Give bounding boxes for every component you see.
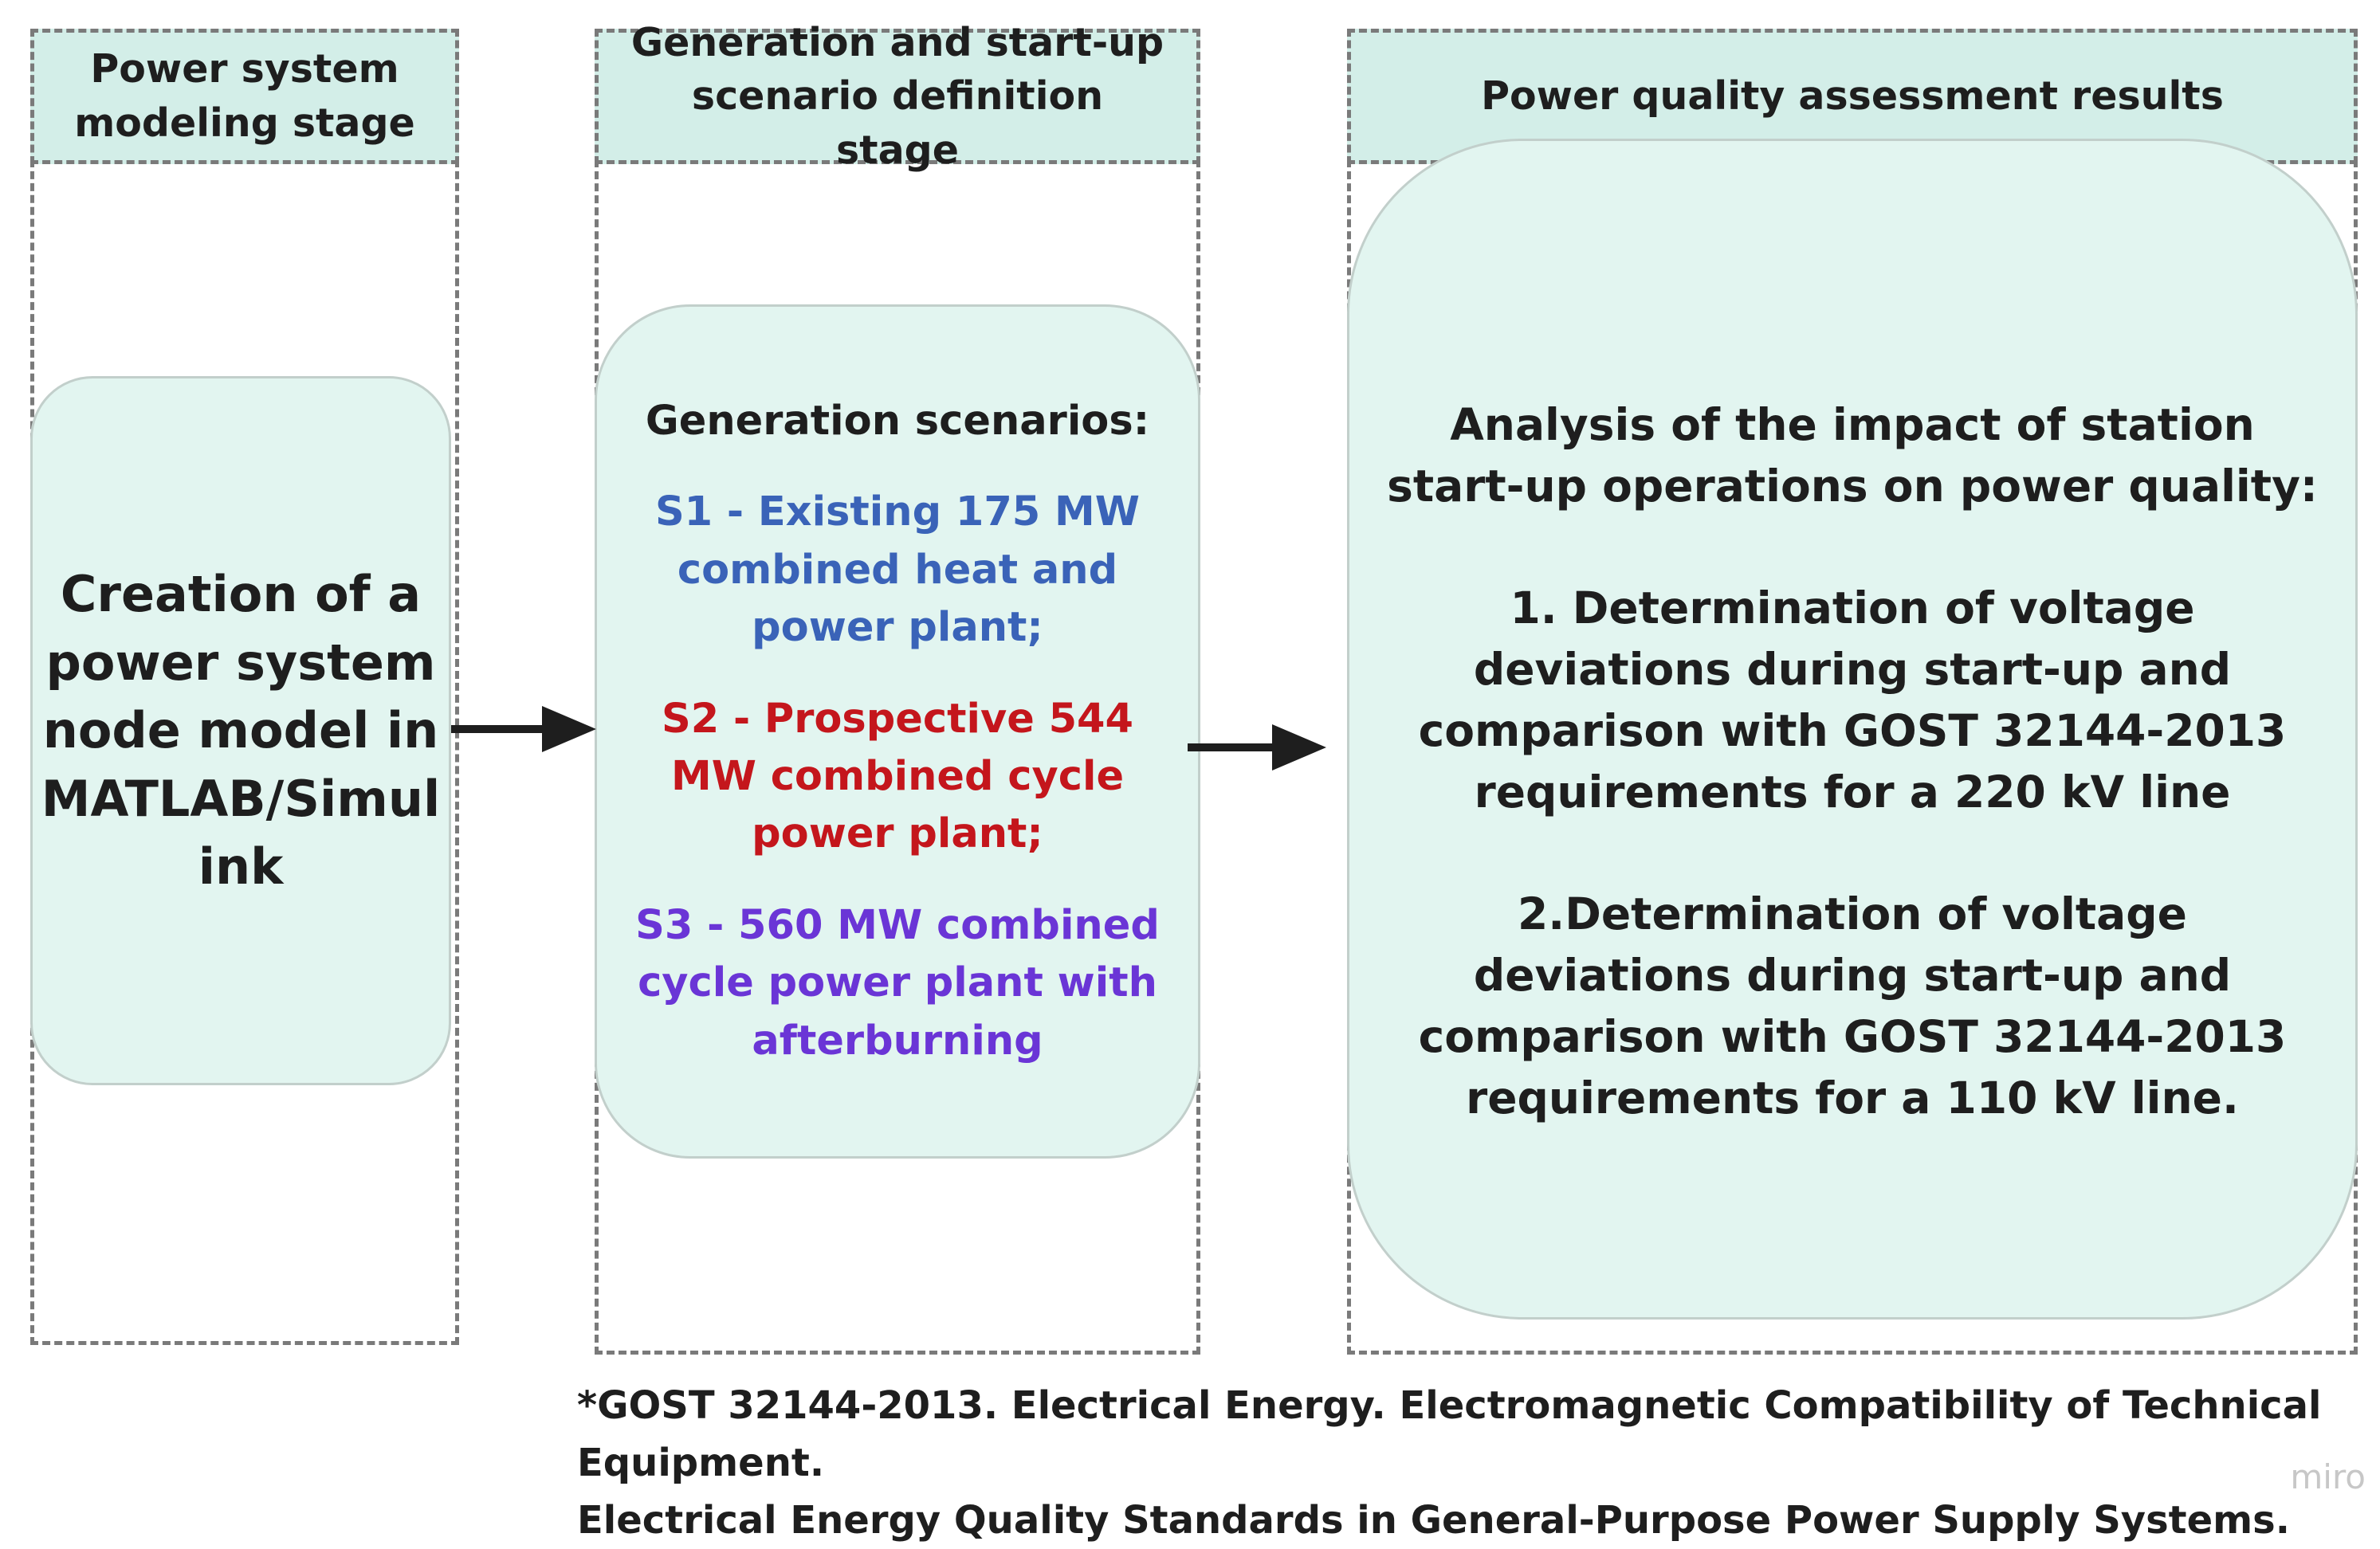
analysis-title: Analysis of the impact of station start-… [1387, 399, 2318, 512]
arrow-scenarios-to-results [1188, 724, 1326, 771]
miro-watermark: miro [2290, 1457, 2366, 1496]
generation-scenarios-card[interactable]: Generation scenarios: S1 - Existing 175 … [595, 304, 1200, 1159]
lane-header-modeling-label: Power system modeling stage [74, 46, 415, 146]
analysis-item-220kv: 1. Determination of voltage deviations d… [1418, 582, 2287, 818]
scenario-s1: S1 - Existing 175 MW combined heat and p… [654, 488, 1141, 652]
footnote-line-2: Electrical Energy Quality Standards in G… [577, 1498, 2290, 1543]
generation-scenarios-title: Generation scenarios: [645, 397, 1150, 445]
power-quality-analysis-card[interactable]: Analysis of the impact of station start-… [1347, 139, 2358, 1320]
arrow-modeling-to-scenarios [451, 706, 596, 752]
lane-header-scenario-stage: Generation and start-up scenario definit… [595, 20, 1200, 173]
footnote-line-1: *GOST 32144-2013. Electrical Energy. Ele… [577, 1383, 2322, 1485]
lane-header-modeling-stage: Power system modeling stage [30, 29, 459, 164]
analysis-item-110kv: 2.Determination of voltage deviations du… [1418, 888, 2287, 1124]
lane-header-results-label: Power quality assessment results [1481, 73, 2224, 120]
model-creation-text: Creation of a power system node model in… [41, 565, 441, 896]
scenario-s3: S3 - 560 MW combined cycle power plant w… [635, 901, 1160, 1065]
lane-header-scenario-label: Generation and start-up scenario definit… [630, 19, 1164, 173]
model-creation-card[interactable]: Creation of a power system node model in… [30, 376, 451, 1085]
scenario-s2: S2 - Prospective 544 MW combined cycle p… [661, 695, 1134, 858]
